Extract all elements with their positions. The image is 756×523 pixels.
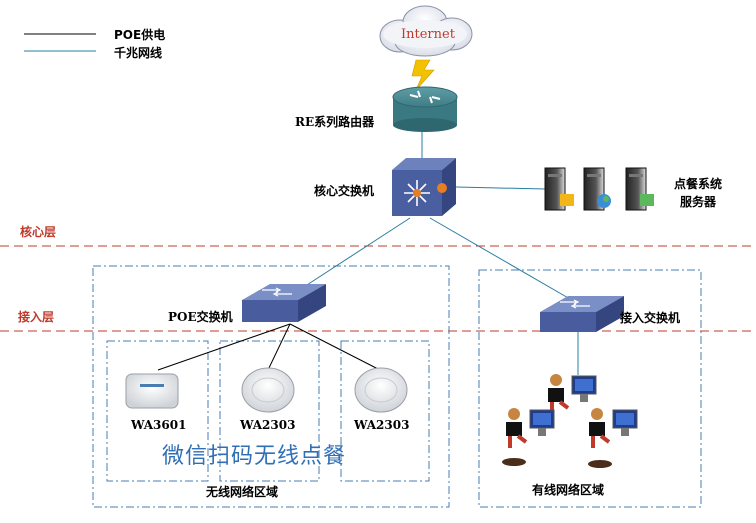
ap2-label: WA2303 [240,418,296,432]
ap3-label: WA2303 [354,418,410,432]
ap1-label: WA3601 [131,418,187,432]
link-poe-ap3 [289,323,381,371]
legend-gigabit-label: 千兆网线 [114,46,163,60]
legend-poe-label: POE供电 [114,28,166,42]
ap3-box [340,340,430,482]
access-switch-icon [540,296,624,332]
router-icon [392,86,458,132]
ap-wa2303-1-icon [241,367,295,413]
ap2-box [219,340,320,482]
server-3-icon [625,167,654,211]
internet-cloud-icon [379,5,473,57]
ap1-box [106,340,209,482]
internet-label: Internet [401,27,455,42]
wireless-zone-box [92,265,450,508]
wired-zone-box [478,269,702,508]
router-label: RE系列路由器 [295,115,375,129]
poe-switch-label: POE交换机 [168,310,233,324]
wireless-zone-label: 无线网络区域 [206,485,279,499]
server-label-line2: 服务器 [680,195,717,209]
workstation-1-icon [548,374,597,414]
server-2-icon [583,167,611,211]
ap-wa3601-icon [125,373,179,409]
core-layer-label: 核心层 [20,225,57,239]
link-core-access [429,217,571,300]
link-core-poe [292,217,411,295]
core-switch-icon [392,158,456,216]
overlay-caption: 微信扫码无线点餐 [162,444,347,469]
access-switch-label: 接入交换机 [620,311,681,325]
wired-zone-label: 有线网络区域 [532,483,605,497]
workstation-2-icon [502,408,555,466]
link-core-servers [455,186,546,190]
server-label-line1: 点餐系统 [674,177,723,191]
lightning-icon [411,59,435,91]
ap-wa2303-2-icon [354,367,408,413]
server-1-icon [544,167,574,211]
access-layer-label: 接入层 [18,310,55,324]
core-switch-label: 核心交换机 [314,184,375,198]
link-poe-ap2 [267,323,291,371]
workstation-3-icon [588,408,638,468]
poe-switch-icon [242,284,326,322]
link-poe-ap1 [157,323,291,371]
